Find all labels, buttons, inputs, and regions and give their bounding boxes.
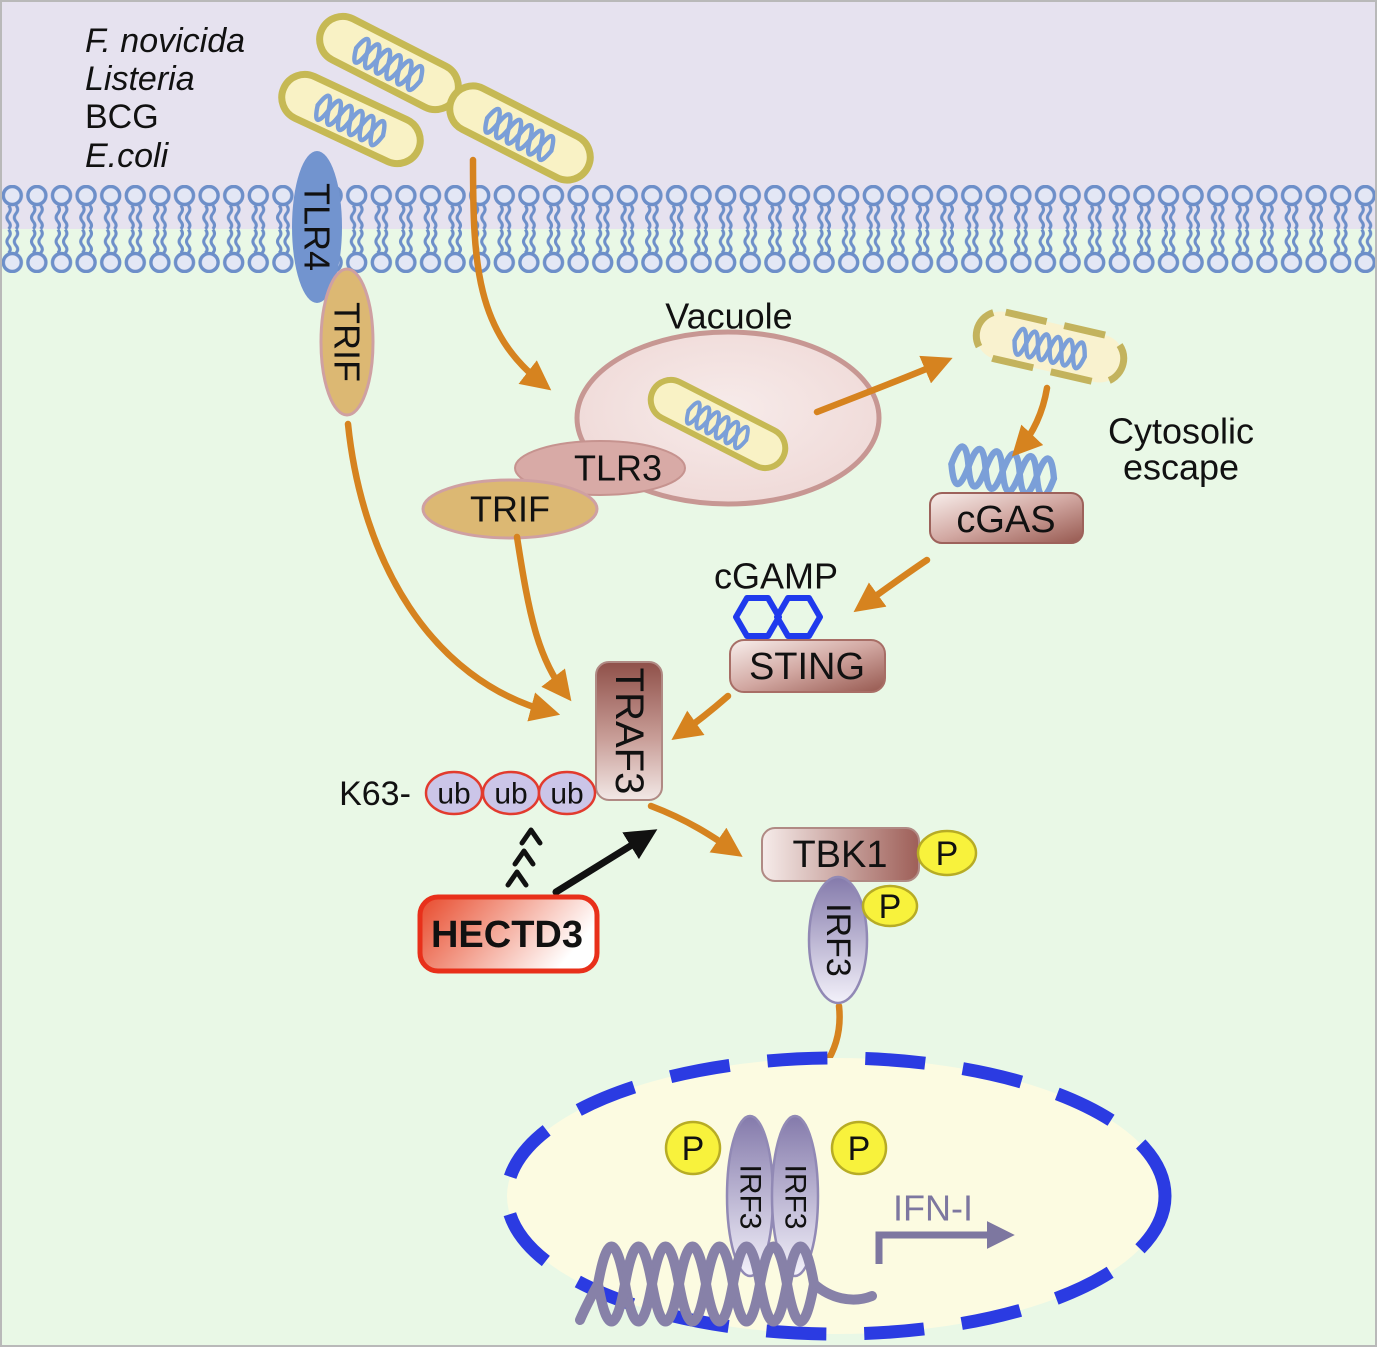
phospho-badge-tbk1 [916, 829, 978, 877]
cgas-protein [929, 492, 1084, 544]
species-ecoli: E.coli [85, 137, 170, 175]
species-bcg: BCG [85, 98, 159, 136]
ubiquitin-chain: ub ub ub [424, 770, 597, 816]
sting-protein [729, 639, 886, 693]
species-listeria: Listeria [85, 60, 195, 98]
phospho-label: P [848, 1130, 871, 1168]
tlr3-label: TLR3 [574, 448, 662, 489]
irf3-label: IRF3 [819, 903, 857, 977]
cgas-label: cGAS [956, 499, 1055, 541]
irf3-dimer [725, 1114, 820, 1278]
tlr3-receptor [514, 440, 686, 496]
trif-label: TRIF [327, 302, 368, 382]
tlr4-label: TLR4 [297, 183, 338, 271]
arrow-trif-tlr3-to-traf3 [513, 533, 572, 702]
ub-label: ub [437, 778, 470, 811]
tlr4-receptor [292, 151, 342, 303]
arrow-traf3-to-tbk1 [647, 802, 743, 857]
traf3-protein [595, 661, 663, 801]
hectd3-protein [417, 894, 600, 974]
plasma-membrane [0, 185, 1377, 273]
cgamp-molecule-icon [733, 595, 823, 639]
traf3-label: TRAF3 [607, 668, 651, 795]
phospho-badge-irf3 [861, 884, 919, 928]
arrow-trif-tlr4-to-traf3 [344, 420, 561, 722]
cytosolic-escape-label-1: Cytosolic [1108, 411, 1254, 452]
cgamp-label: cGAMP [714, 556, 838, 597]
ubiquitin-3 [537, 770, 597, 816]
trif-label: TRIF [470, 489, 550, 530]
cytosolic-escape-label-2: escape [1123, 447, 1239, 488]
irf3-dimer-right [770, 1114, 820, 1278]
hectd3-to-traf3-arrow [552, 829, 658, 896]
irf3-protein [807, 875, 869, 1005]
phospho-label: P [936, 835, 959, 873]
bacterium-2 [278, 70, 424, 168]
bacterium-3 [446, 82, 594, 184]
transcription-start-arrow [875, 1221, 1015, 1264]
ub-label: ub [550, 778, 583, 811]
escaping-bacterium [972, 308, 1128, 386]
arrow-bacterium-to-vacuole [469, 156, 552, 391]
bacteria-species-list: F. novicida Listeria BCG E.coli [85, 22, 245, 175]
phospho-label: P [879, 888, 902, 926]
phospho-label: P [682, 1130, 705, 1168]
ub-label: ub [494, 778, 527, 811]
hectd3-label: HECTD3 [431, 914, 583, 956]
irf3-label: IRF3 [734, 1164, 767, 1229]
ifn1-gene-label: IFN-I [893, 1188, 973, 1229]
arrow-escape-to-dna [1011, 384, 1051, 457]
arrow-sting-to-traf3 [671, 692, 732, 741]
hectd3-dashed-arrow [505, 827, 543, 888]
irf3-label: IRF3 [779, 1164, 812, 1229]
phospho-badge-dimer-right [830, 1120, 888, 1176]
k63-label: K63- [339, 775, 411, 813]
phospho-badge-dimer-left [664, 1120, 722, 1176]
pathway-arrows [344, 156, 1051, 1113]
species-f-novicida: F. novicida [85, 22, 245, 60]
tbk1-label: TBK1 [792, 834, 887, 876]
sting-label: STING [749, 646, 865, 688]
trif-adaptor-tlr4 [319, 267, 375, 417]
trif-adaptor-tlr3 [421, 478, 599, 540]
genomic-dna-helix [575, 1241, 877, 1327]
arrow-vacuole-to-escape [813, 355, 953, 416]
arrow-cgas-to-cgamp [853, 556, 931, 613]
